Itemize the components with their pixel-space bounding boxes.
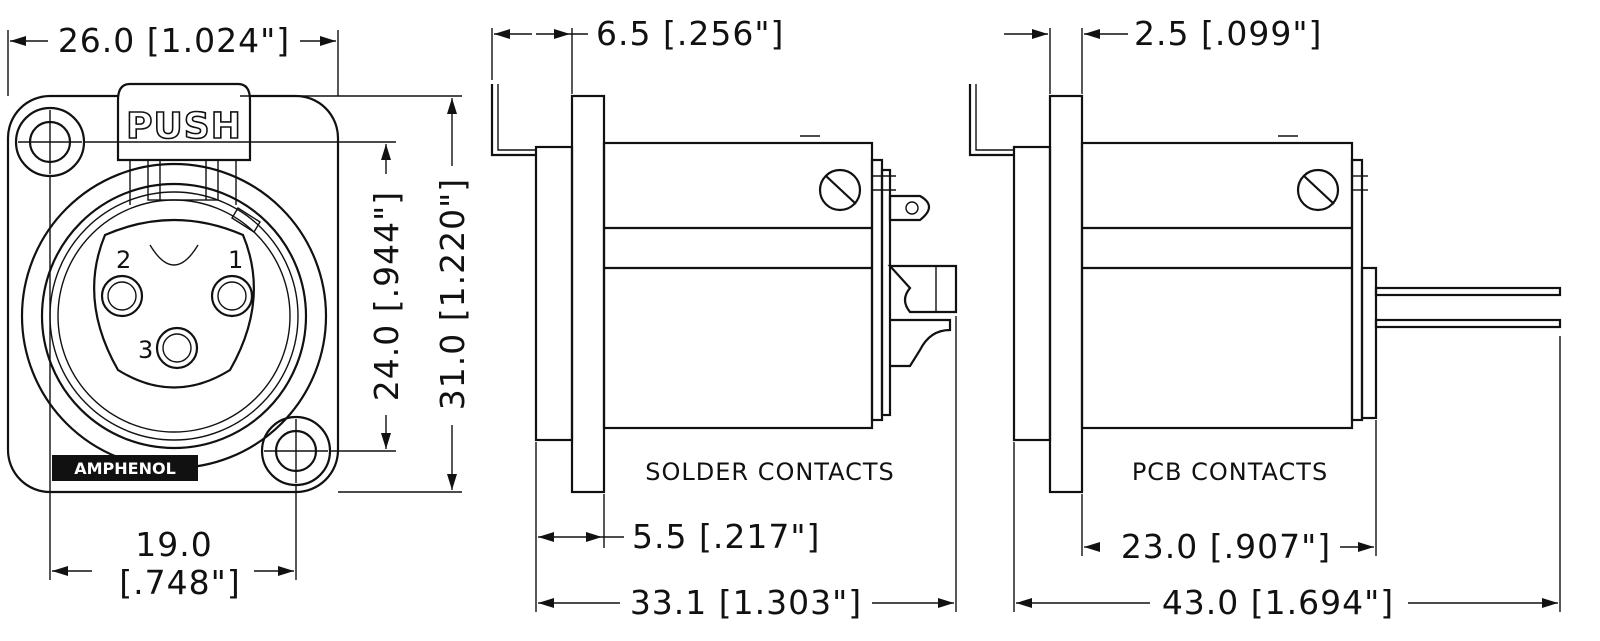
dim-solder-overall-length: 33.1 [1.303"]	[630, 583, 862, 622]
front-view: PUSH 1 2 3 AMPHENOL 26.0 [1.024"]	[6, 21, 472, 602]
solder-body	[602, 141, 874, 430]
pcb-view: PCB CONTACTS 2.5 [.099"] 23.0 [.907"] 43…	[968, 14, 1562, 622]
brand-plate	[52, 455, 198, 481]
solder-view: SOLDER CONTACTS 6.5 [.256"] 5.5 [.217"] …	[490, 14, 958, 622]
pin-2-hole	[100, 274, 144, 318]
pcb-screw	[1296, 168, 1340, 212]
pin-3-label: 3	[138, 336, 153, 364]
pcb-pin-upper	[1374, 286, 1562, 297]
pin-1-label: 1	[228, 246, 243, 274]
solder-screw	[818, 168, 862, 212]
front-insert	[93, 218, 255, 389]
pcb-pin-lower	[1374, 318, 1562, 329]
dim-solder-flange-thickness: 5.5 [.217"]	[632, 517, 820, 556]
dim-front-hole-spacing-h-in: [.748"]	[119, 563, 240, 602]
dim-pcb-body-length: 23.0 [.907"]	[1121, 527, 1331, 566]
dim-front-hole-spacing-h: 19.0	[135, 525, 212, 564]
latch	[116, 82, 252, 162]
front-shell-ring	[20, 162, 328, 470]
solder-cup	[887, 264, 958, 314]
dim-front-overall-height: 31.0 [1.220"]	[433, 178, 472, 410]
solder-flange	[570, 94, 606, 494]
solder-rear-plate	[534, 145, 574, 442]
latch-label: PUSH	[126, 106, 242, 147]
dim-pcb-flange-offset: 2.5 [.099"]	[1134, 14, 1322, 53]
pin-3-hole	[155, 326, 199, 370]
pin-2-label: 2	[116, 246, 131, 274]
solder-view-label: SOLDER CONTACTS	[645, 458, 895, 486]
pin-1-hole	[210, 274, 254, 318]
pcb-body	[1080, 141, 1354, 430]
brand-label: AMPHENOL	[74, 459, 176, 478]
pcb-rear-plate	[1012, 145, 1052, 442]
pcb-view-label: PCB CONTACTS	[1132, 458, 1328, 486]
dim-front-hole-spacing-v: 24.0 [.944"]	[367, 191, 406, 401]
dim-pcb-overall-length: 43.0 [1.694"]	[1162, 583, 1394, 622]
pcb-flange	[1048, 94, 1084, 494]
dim-solder-flange-offset: 6.5 [.256"]	[596, 14, 784, 53]
dim-front-overall-width: 26.0 [1.024"]	[58, 21, 290, 60]
